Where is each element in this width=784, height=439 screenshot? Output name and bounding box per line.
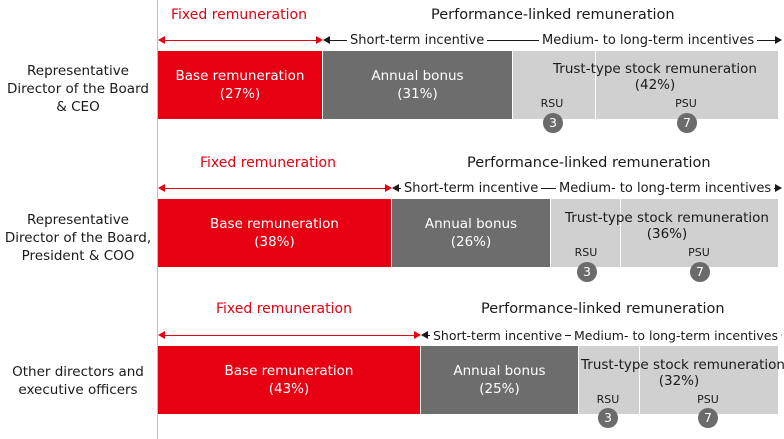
psu-label: PSU — [688, 246, 710, 259]
role-label: Other directors and executive officers — [12, 364, 144, 398]
arrow-left-icon — [158, 331, 165, 339]
psu-badge: 7 — [698, 408, 718, 428]
rsu-badge: 3 — [543, 113, 563, 133]
stock-remuneration-title: Trust-type stock remuneration (36%) — [558, 210, 776, 242]
arrow-right-icon — [775, 184, 782, 192]
segment-label: Annual bonus — [371, 68, 464, 84]
psu-badge: 7 — [677, 113, 697, 133]
performance-linked-label: Performance-linked remuneration — [467, 155, 711, 171]
fixed-remuneration-label: Fixed remuneration — [171, 7, 307, 23]
segment-label: Base remuneration — [210, 216, 339, 232]
psu-label: PSU — [675, 97, 697, 110]
segment-label: Base remuneration — [175, 68, 305, 84]
rsu-label: RSU — [574, 246, 598, 259]
segment-percent: (32%) — [658, 373, 700, 389]
base-remuneration-segment: Base remuneration (27%) — [158, 51, 323, 119]
segment-label: Annual bonus — [424, 216, 518, 232]
psu-badge: 7 — [690, 262, 710, 282]
short-term-incentive-label: Short-term incentive — [401, 182, 542, 196]
stock-remuneration-segment — [513, 51, 778, 119]
arrow-left-icon — [323, 36, 330, 44]
annual-bonus-segment: Annual bonus (25%) — [421, 346, 579, 414]
arrow-right-icon — [385, 184, 392, 192]
arrow-right-icon — [775, 36, 782, 44]
segment-percent: (42%) — [634, 77, 676, 93]
annual-bonus-segment: Annual bonus (26%) — [392, 199, 551, 267]
role-label: Representative Director of the Board & C… — [7, 63, 149, 115]
long-term-incentives-label: Medium- to long-term incentives — [571, 329, 781, 343]
segment-percent: (36%) — [646, 226, 688, 242]
short-term-incentive-label: Short-term incentive — [347, 34, 488, 48]
performance-linked-label: Performance-linked remuneration — [481, 301, 725, 317]
segment-label: Trust-type stock remuneration — [565, 210, 769, 226]
stock-remuneration-title: Trust-type stock remuneration (32%) — [581, 357, 784, 389]
fixed-arrow-line — [162, 188, 387, 189]
fixed-remuneration-label: Fixed remuneration — [216, 301, 352, 317]
base-remuneration-segment: Base remuneration (38%) — [158, 199, 392, 267]
segment-label: Annual bonus — [453, 363, 546, 379]
segment-label: Trust-type stock remuneration — [553, 61, 757, 77]
base-remuneration-segment: Base remuneration (43%) — [158, 346, 421, 414]
psu-label: PSU — [697, 393, 719, 406]
rsu-psu-divider — [595, 51, 596, 119]
arrow-right-icon — [316, 36, 323, 44]
fixed-arrow-line — [162, 335, 416, 336]
rsu-label: RSU — [540, 97, 564, 110]
arrow-left-icon — [158, 184, 165, 192]
segment-percent: (43%) — [268, 381, 310, 397]
fixed-arrow-line — [162, 40, 318, 41]
rsu-badge: 3 — [598, 408, 618, 428]
long-term-incentives-label: Medium- to long-term incentives — [539, 34, 758, 48]
segment-label: Trust-type stock remuneration — [581, 357, 784, 373]
arrow-left-icon — [158, 36, 165, 44]
role-label: Representative Director of the Board, Pr… — [4, 212, 152, 264]
arrow-right-icon — [414, 331, 421, 339]
segment-label: Base remuneration — [224, 363, 354, 379]
segment-percent: (27%) — [219, 86, 261, 102]
fixed-remuneration-label: Fixed remuneration — [200, 155, 336, 171]
stock-remuneration-title: Trust-type stock remuneration (42%) — [540, 61, 770, 93]
segment-percent: (38%) — [254, 234, 295, 250]
rsu-badge: 3 — [577, 262, 597, 282]
stock-remuneration-segment — [551, 199, 778, 267]
rsu-psu-divider — [620, 199, 621, 267]
performance-linked-label: Performance-linked remuneration — [431, 7, 675, 23]
stock-remuneration-segment — [579, 346, 778, 414]
segment-percent: (26%) — [450, 234, 492, 250]
arrow-left-icon — [392, 184, 399, 192]
segment-percent: (25%) — [479, 381, 520, 397]
arrow-left-icon — [421, 331, 428, 339]
rsu-label: RSU — [596, 393, 620, 406]
short-term-incentive-label: Short-term incentive — [430, 329, 566, 343]
long-term-incentives-label: Medium- to long-term incentives — [556, 182, 775, 196]
annual-bonus-segment: Annual bonus (31%) — [323, 51, 513, 119]
left-axis-line — [157, 0, 158, 439]
segment-percent: (31%) — [397, 86, 438, 102]
rsu-psu-divider — [639, 346, 640, 414]
